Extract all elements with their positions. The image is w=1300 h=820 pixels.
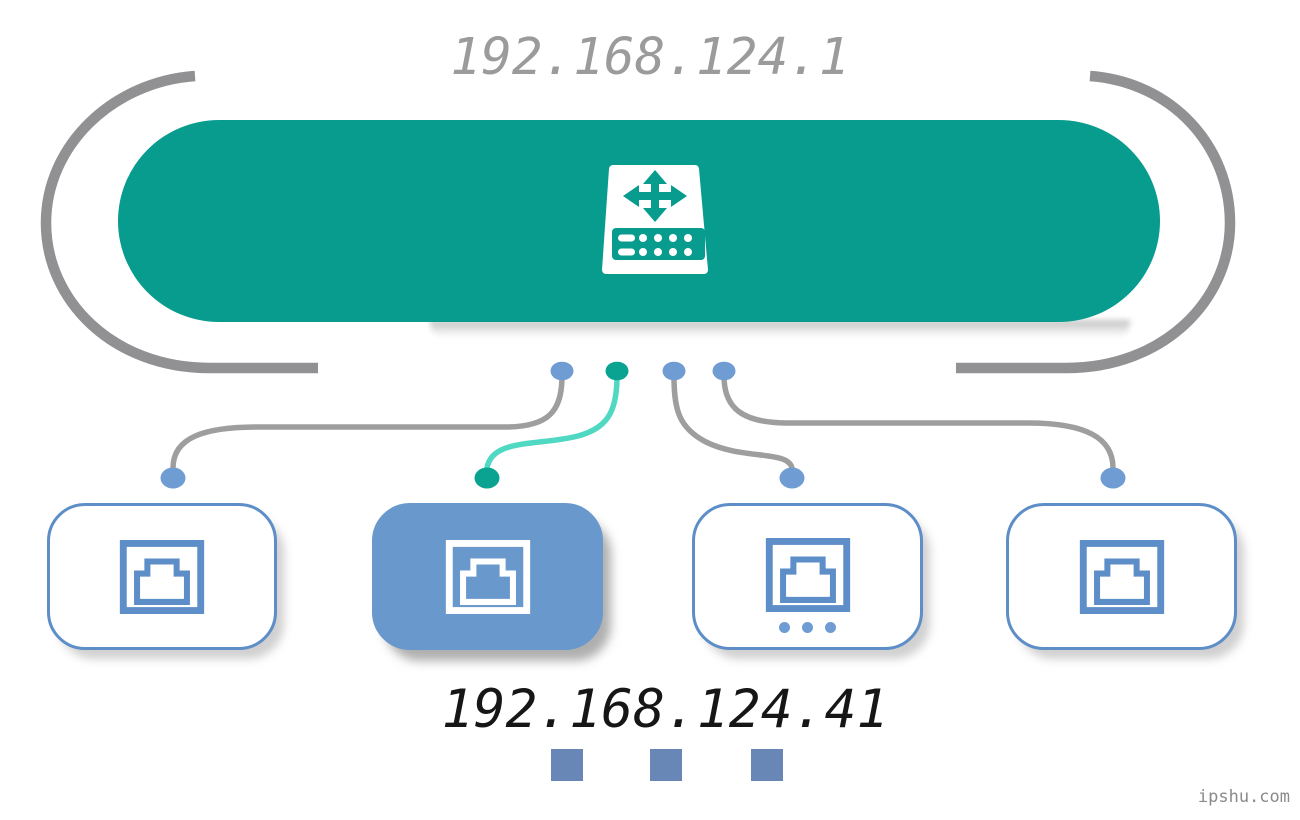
subnet-square-3 [751,749,783,781]
ethernet-port-icon [445,539,530,614]
bracket-arc-left [40,70,318,374]
switch-port-leds [639,234,692,256]
uplink-dot-4 [712,361,736,381]
port-card-3 [692,503,923,650]
switch-vent-bar [618,234,635,242]
bracket-arc-right [956,70,1236,374]
cable-4 [721,373,1116,471]
port-dot-2 [474,467,500,489]
subnet-square-2 [650,749,682,781]
port-dot-3 [779,467,805,489]
more-ports-ellipsis-icon [779,622,836,633]
ethernet-port-icon [119,539,205,614]
switch-front-panel [612,228,705,260]
ethernet-port-icon [765,538,850,612]
network-switch-icon [602,165,708,274]
device-ip-label: 192.168.124.41 [441,679,889,740]
port-card-4 [1006,503,1237,650]
gateway-ip-label: 192.168.124.1 [450,28,850,87]
uplink-dot-2 [605,361,629,381]
switch-arrows-icon [623,170,687,222]
cable-3 [671,373,795,471]
switch-vent-bar [618,248,635,256]
port-dot-1 [160,467,186,489]
port-dot-4 [1100,467,1126,489]
router-pill [118,120,1160,322]
port-card-1 [47,503,277,650]
uplink-dot-1 [550,361,574,381]
subnet-square-1 [551,749,583,781]
cable-1 [170,373,565,471]
uplink-dot-3 [662,361,686,381]
cable-2 [484,373,620,471]
watermark: ipshu.com [1197,787,1290,807]
port-card-2-highlighted [372,503,603,650]
ethernet-port-icon [1079,539,1164,614]
router-pill-shadow [430,320,1130,337]
